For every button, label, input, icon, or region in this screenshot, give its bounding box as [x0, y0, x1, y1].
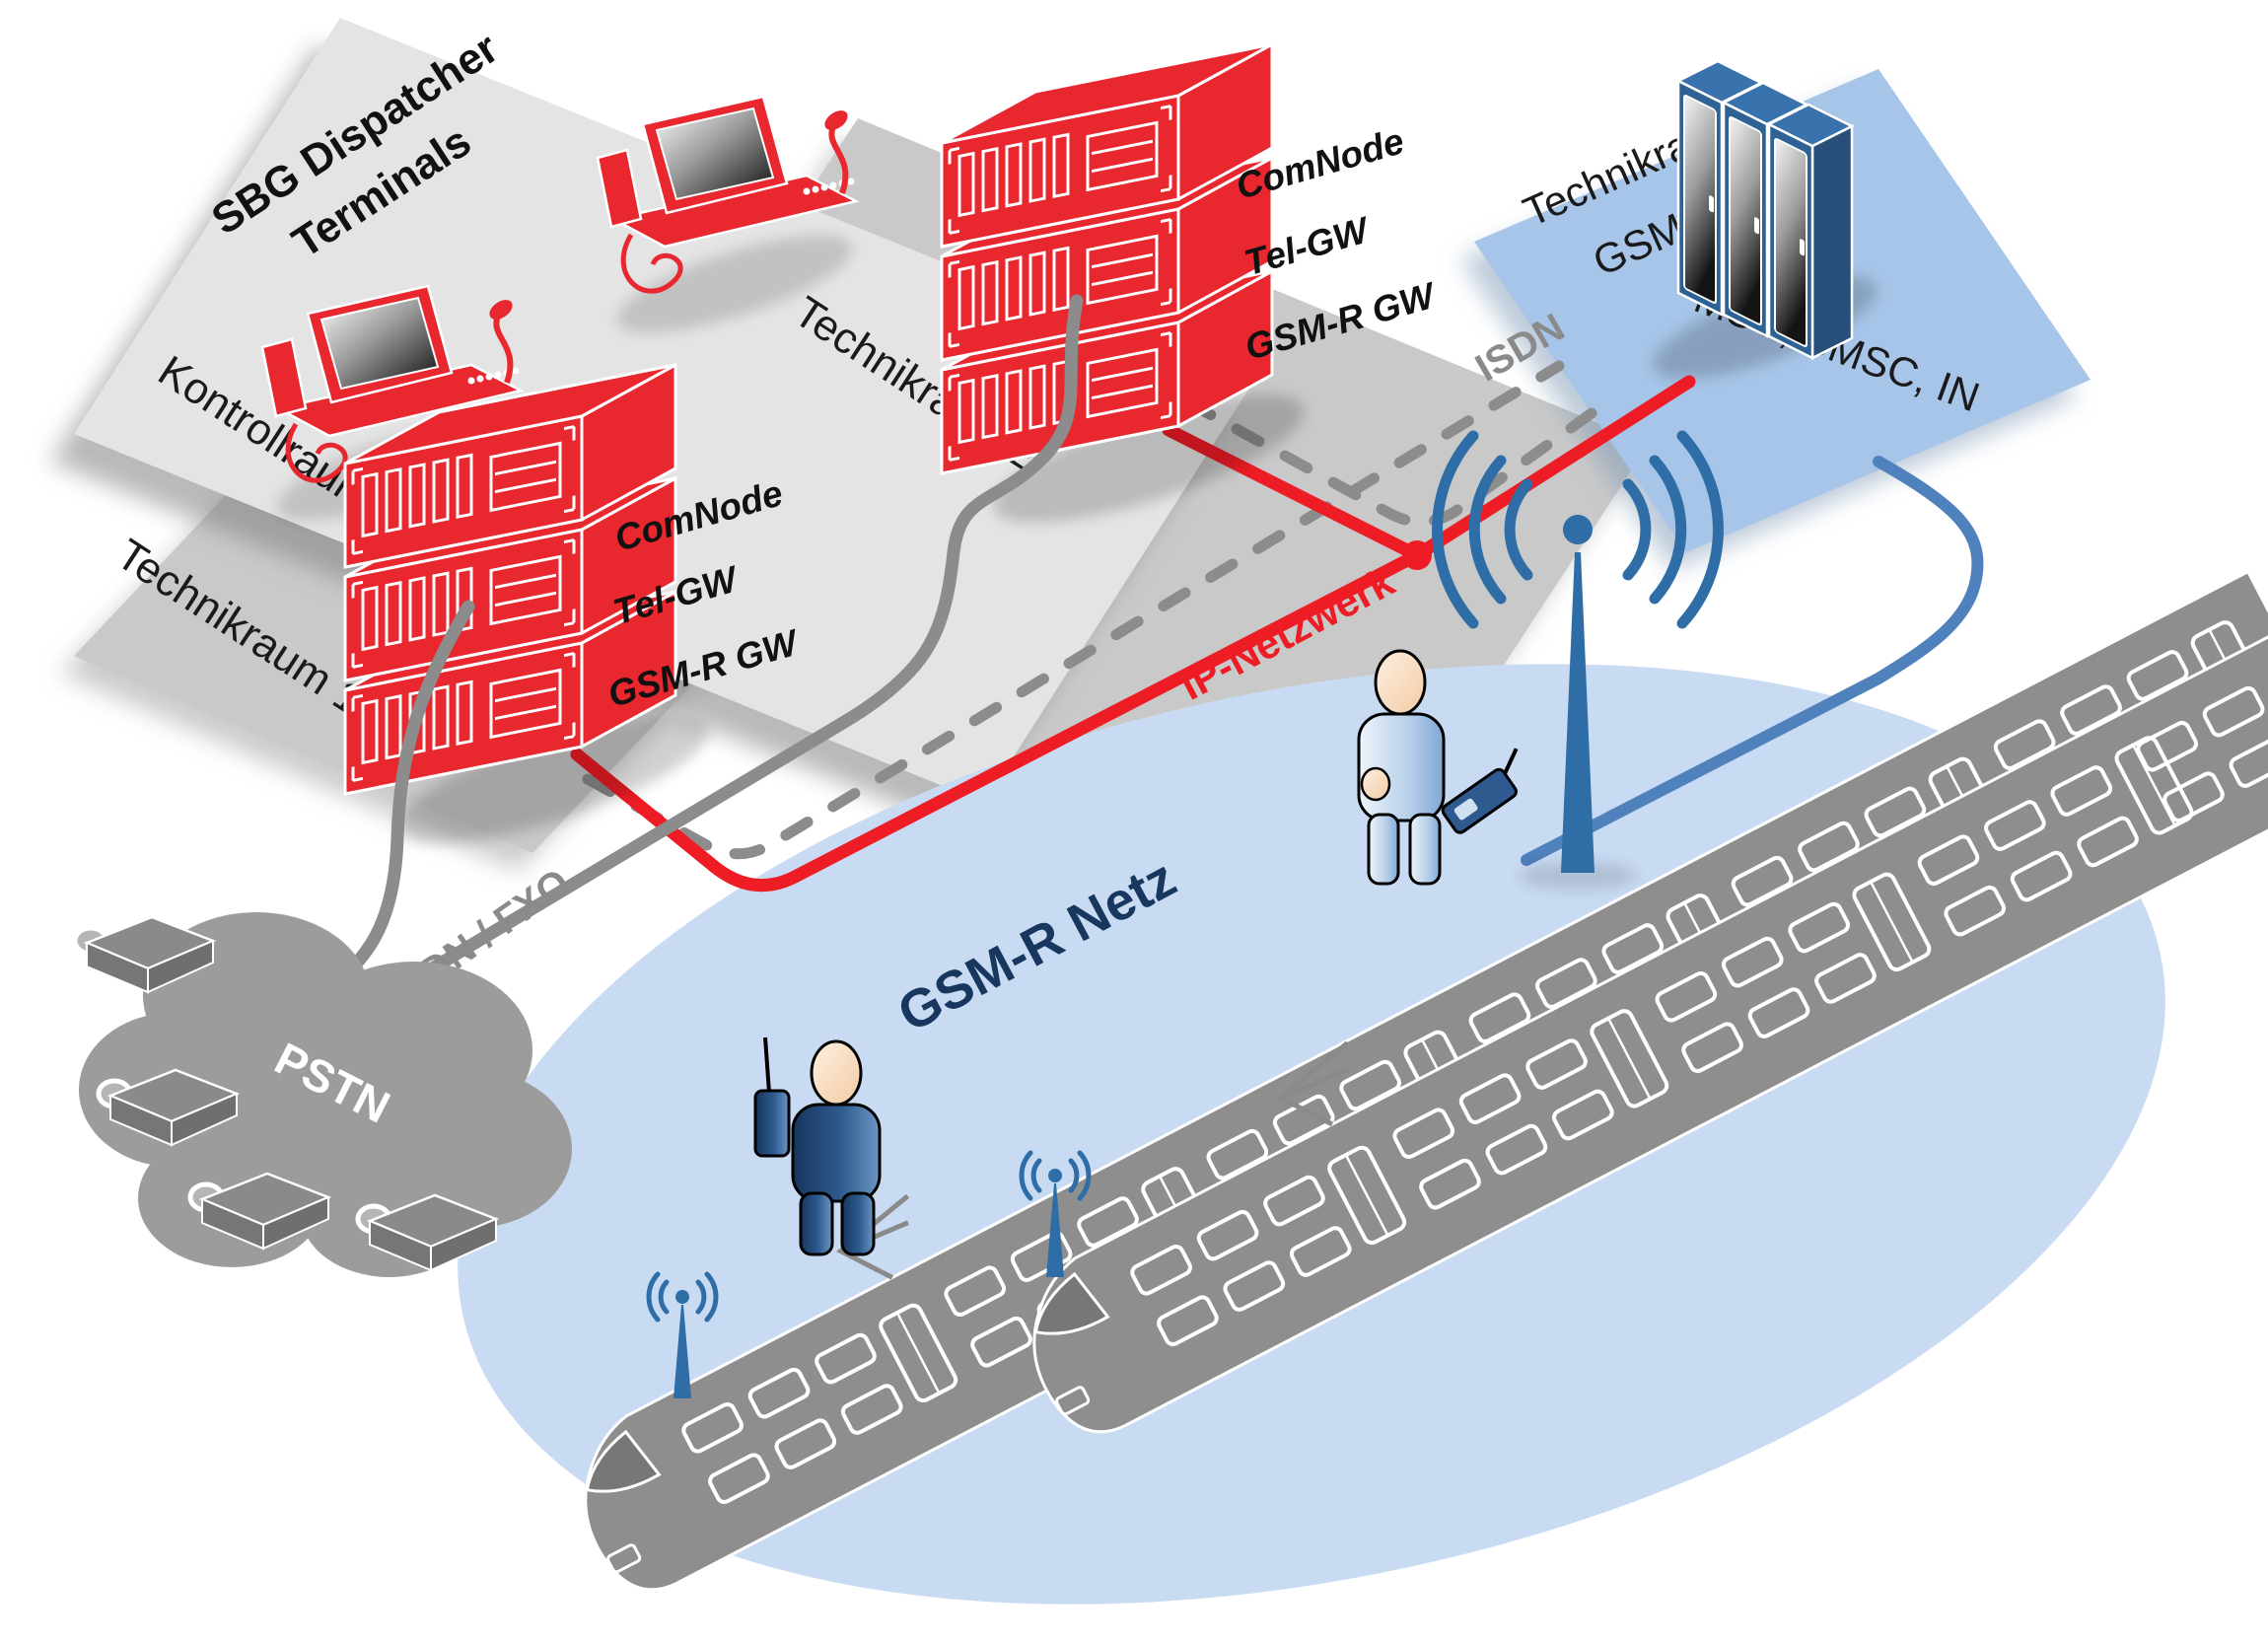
- ip-network-junction: [1402, 540, 1432, 570]
- ip-line-msc: [1410, 375, 1696, 562]
- pstn-cable-technikraum2: [366, 294, 1084, 1011]
- msc-cabinets: [1676, 59, 1854, 361]
- railway-worker-dark: [753, 1037, 882, 1256]
- worker-body: [791, 1103, 882, 1203]
- pstn-cable-technikraum1: [320, 600, 475, 995]
- technikraum-gsmr: Technikraum GSM-R MSC, SMSC, IN: [1460, 59, 2091, 570]
- worker-head: [810, 1039, 863, 1107]
- worker-body: [1357, 712, 1446, 822]
- ip-line-technikraum1: [570, 548, 1424, 893]
- railway-worker-light: [1357, 649, 1519, 886]
- msc-tower-line: [1521, 456, 1984, 866]
- train-front: [1032, 589, 2268, 1434]
- server-cabinet-icon: [1767, 103, 1854, 361]
- isdn-links: [582, 360, 1597, 860]
- isdn-line-technikraum2: [1182, 396, 1597, 528]
- radio-waves-icon: [1432, 430, 1724, 629]
- isdn-line-technikraum1: [582, 360, 1565, 860]
- pantograph-icon: [1276, 1040, 1350, 1127]
- worker-head: [1374, 649, 1427, 716]
- handheld-radio-icon: [753, 1089, 791, 1158]
- terminal2-shadow: [616, 235, 853, 333]
- radio-antenna: [763, 1037, 771, 1094]
- pstn-cloud: PSTN: [75, 912, 572, 1277]
- pstn-cables: [320, 294, 1084, 1011]
- handheld-radio-icon: [1441, 748, 1519, 834]
- base-station-tower-icon: [1432, 430, 1724, 891]
